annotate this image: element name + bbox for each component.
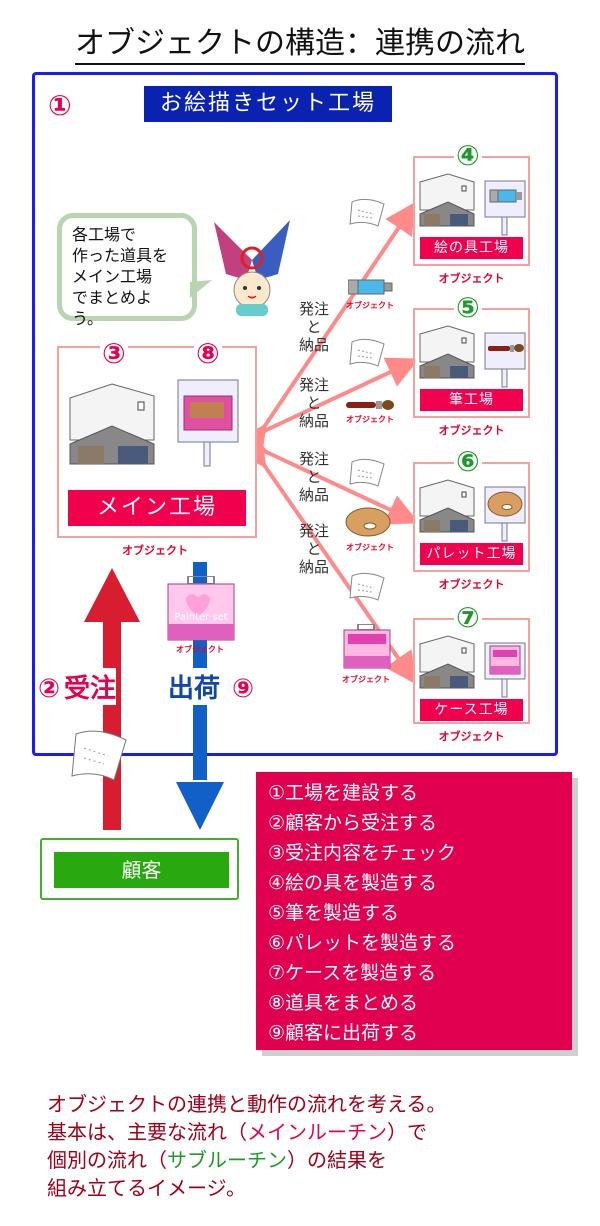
svg-text:Painter set: Painter set	[174, 612, 228, 623]
flow-label-case: 発注と納品	[299, 522, 330, 576]
factory-building-icon	[419, 479, 475, 533]
sub-factory-object-label: オブジェクト	[438, 730, 505, 743]
main-routine-term: メインルーチン	[247, 1120, 387, 1144]
step-item: ①工場を建設する	[268, 782, 419, 804]
bubble-tail	[190, 280, 212, 298]
sub-factory-object-label: オブジェクト	[438, 578, 505, 591]
speech-bubble: 各工場で 作った道具を メイン工場 でまとめよう。	[57, 213, 197, 328]
customer-label: 顧客	[54, 852, 229, 888]
factory-building-icon	[419, 635, 475, 689]
step-number: ④	[454, 139, 482, 172]
factory-building-icon	[419, 173, 475, 227]
order-document-icon	[71, 730, 127, 781]
system-boundary	[32, 72, 558, 756]
product-object-label: オブジェクト	[342, 675, 390, 684]
product-object-label: オブジェクト	[346, 415, 394, 424]
step-item: ②顧客から受注する	[268, 812, 438, 834]
step-item: ⑧道具をまとめる	[268, 992, 419, 1014]
step-item: ⑥パレットを製造する	[268, 932, 457, 954]
main-factory-building-icon	[69, 383, 155, 465]
step-number-8: ⑧	[194, 337, 222, 370]
paint-tube-sign-icon	[484, 180, 526, 236]
product-object-label: オブジェクト	[346, 543, 394, 552]
flow-label-palette: 発注と納品	[299, 450, 330, 504]
step-item: ⑤筆を製造する	[268, 902, 400, 924]
sub-factory-object-label: オブジェクト	[438, 424, 505, 437]
brush-icon	[346, 400, 394, 410]
step-number-3: ③	[100, 337, 128, 370]
steps-list: ①工場を建設する ②顧客から受注する ③受注内容をチェック ④絵の具を製造する ⑤筆を製…	[256, 772, 572, 1050]
sub-routine-term: サブルーチン	[167, 1148, 287, 1172]
step-item: ④絵の具を製造する	[268, 872, 438, 894]
order-document-icon	[349, 572, 385, 601]
page-title: オブジェクトの構造：連携の流れ	[0, 18, 600, 65]
brush-sign-icon	[484, 332, 526, 388]
main-factory-label: メイン工場	[68, 490, 246, 526]
sub-factory-label: 絵の具工場	[420, 237, 523, 259]
painter-set-case-icon: Painter set	[167, 576, 235, 641]
palette-icon	[345, 507, 391, 537]
character-mascot-icon	[214, 220, 290, 316]
step-item: ③受注内容をチェック	[268, 842, 457, 864]
customer-box: 顧客	[40, 838, 239, 900]
sub-factory-object-label: オブジェクト	[438, 272, 505, 285]
case-icon	[343, 624, 391, 669]
flow-arrow-to-brush	[233, 357, 420, 457]
system-name-banner: お絵描きセット工場	[144, 86, 392, 122]
main-sign-toolset-icon	[177, 379, 239, 467]
sub-factory-label: 筆工場	[420, 389, 523, 411]
order-document-icon	[349, 338, 385, 367]
sub-factory-label: パレット工場	[420, 543, 523, 565]
flow-label-brush: 発注と納品	[299, 376, 330, 430]
palette-sign-icon	[484, 486, 526, 542]
product-object-label: オブジェクト	[346, 301, 394, 310]
step-item: ⑦ケースを製造する	[268, 962, 437, 984]
factory-building-icon	[419, 325, 475, 379]
step-number-1: ①	[48, 89, 72, 122]
order-document-icon	[349, 458, 385, 487]
paint-tube-icon	[348, 279, 393, 295]
sub-factory-label: ケース工場	[420, 699, 523, 721]
order-document-icon	[349, 198, 385, 227]
main-factory-object-label: オブジェクト	[122, 544, 188, 557]
step-number: ⑦	[454, 601, 482, 634]
painter-set-object-label: オブジェクト	[176, 645, 224, 654]
step-number: ⑤	[454, 291, 482, 324]
step-number: ⑥	[454, 445, 482, 478]
flow-label-paint: 発注と納品	[299, 300, 330, 354]
step-item: ⑨顧客に出荷する	[268, 1022, 419, 1044]
summary-text: オブジェクトの連携と動作の流れを考える。 基本は、主要な流れ（メインルーチン）で…	[47, 1092, 447, 1200]
case-sign-icon	[484, 642, 526, 698]
